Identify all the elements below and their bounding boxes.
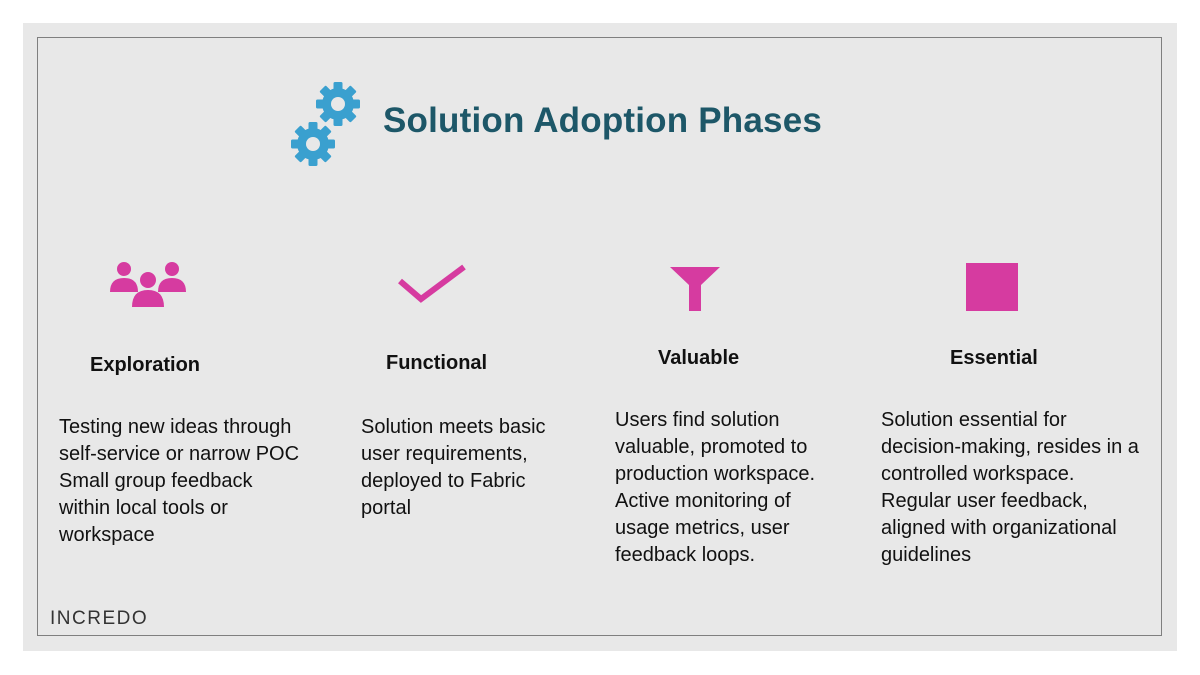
phase-desc-valuable: Users find solution valuable, promoted t…: [615, 407, 855, 569]
desc-line: Small group feedback: [59, 470, 253, 492]
phase-desc-essential: Solution essential for decision-making, …: [881, 407, 1156, 569]
desc-line: workspace: [59, 524, 155, 546]
desc-line: controlled workspace.: [881, 463, 1075, 485]
desc-line: valuable, promoted to: [615, 436, 808, 458]
desc-line: self-service or narrow POC: [59, 443, 300, 465]
desc-line: aligned with organizational: [881, 517, 1117, 539]
users-group-icon: [110, 260, 188, 315]
phase-title-exploration: Exploration: [90, 354, 201, 376]
desc-line: within local tools or: [59, 497, 228, 519]
phase-title-valuable: Valuable: [658, 347, 740, 369]
desc-line: Testing new ideas through: [59, 416, 292, 438]
desc-line: decision-making, resides in a: [881, 436, 1139, 458]
phase-desc-functional: Solution meets basic user requirements, …: [361, 414, 591, 522]
desc-line: Solution meets basic: [361, 416, 546, 438]
slide-background: [23, 23, 1177, 651]
square-icon: [966, 263, 1018, 316]
desc-line: Active monitoring of: [615, 490, 791, 512]
desc-line: feedback loops.: [615, 544, 756, 566]
checkmark-icon: [397, 263, 467, 310]
desc-line: portal: [361, 497, 412, 519]
desc-line: user requirements,: [361, 443, 528, 465]
funnel-icon: [670, 267, 722, 318]
incredo-logo: INCREDO: [50, 608, 149, 629]
desc-line: Solution essential for: [881, 409, 1067, 431]
desc-line: deployed to Fabric: [361, 470, 526, 492]
desc-line: Regular user feedback,: [881, 490, 1088, 512]
desc-line: usage metrics, user: [615, 517, 790, 539]
desc-line: guidelines: [881, 544, 972, 566]
phase-title-essential: Essential: [950, 347, 1038, 369]
slide-frame: [37, 37, 1162, 636]
page-title: Solution Adoption Phases: [383, 101, 823, 140]
desc-line: Users find solution: [615, 409, 780, 431]
phase-title-functional: Functional: [386, 352, 488, 374]
phase-desc-exploration: Testing new ideas through self-service o…: [59, 414, 329, 549]
gears-icon: [288, 80, 366, 170]
desc-line: production workspace.: [615, 463, 816, 485]
